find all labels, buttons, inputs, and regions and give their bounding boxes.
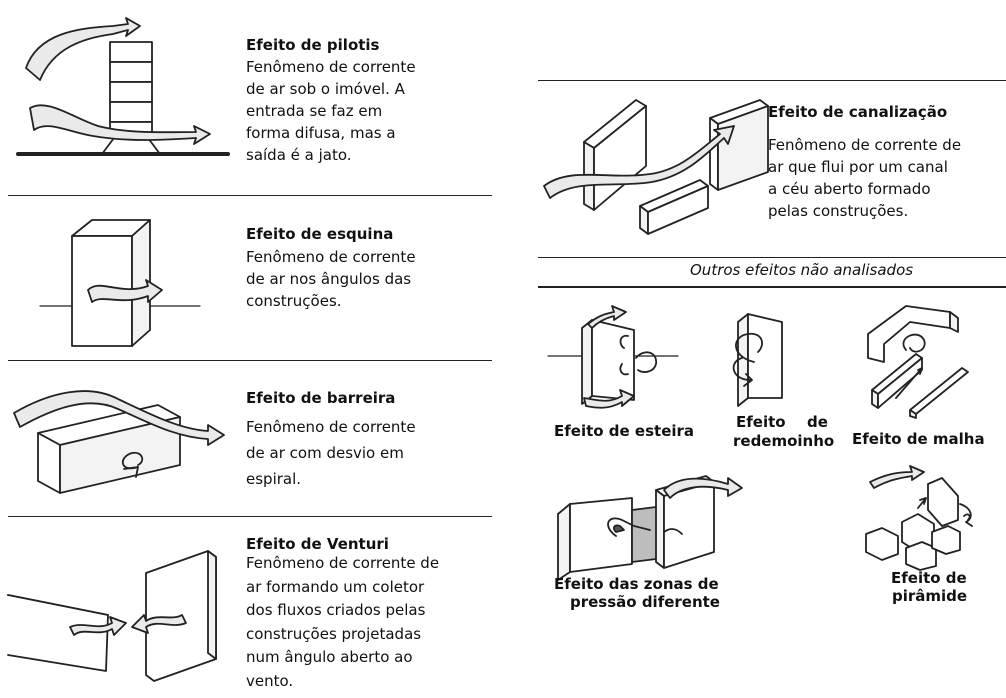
esquina-title: Efeito de esquina (246, 225, 394, 243)
desc-line: dos fluxos criados pelas (246, 601, 426, 619)
barreira-illustration (13, 390, 225, 494)
malha-illustration (867, 305, 969, 419)
desc-line: Fenômeno de corrente (246, 248, 416, 266)
divider (538, 286, 1006, 288)
pilotis-illustration (16, 17, 230, 156)
desc-line: Fenômeno de corrente de (246, 554, 440, 572)
esteira-illustration (547, 305, 679, 409)
zonas-caption-1: Efeito das zonas de (554, 575, 719, 593)
desc-line: pelas construções. (768, 202, 909, 220)
desc-line: saída é a jato. (246, 146, 352, 164)
outros-header: Outros efeitos não analisados (690, 261, 914, 279)
desc-line: construções projetadas (246, 624, 422, 643)
desc-line: entrada se faz em (246, 102, 383, 120)
divider (8, 360, 492, 361)
desc-line: de ar sob o imóvel. A (246, 80, 405, 98)
venturi-desc: Fenômeno de corrente de ar formando um c… (246, 552, 446, 693)
divider (538, 80, 1006, 81)
desc-line: Fenômeno de corrente (246, 418, 416, 436)
desc-line: a céu aberto formado (768, 180, 931, 198)
piramide-caption-2: pirâmide (892, 587, 968, 605)
venturi-title: Efeito de Venturi (246, 535, 389, 553)
desc-line: Fenômeno de corrente de (768, 136, 962, 154)
desc-line: ar formando um coletor (246, 577, 425, 596)
canalizacao-title: Efeito de canalização (768, 103, 948, 121)
desc-line: de ar nos ângulos das (246, 270, 412, 288)
zonas-illustration (557, 475, 743, 581)
piramide-caption-1: Efeito de (891, 569, 967, 587)
pilotis-desc: Fenômeno de corrente de ar sob o imóvel.… (246, 56, 441, 166)
redemoinho-caption-de: de (807, 413, 828, 431)
pilotis-title: Efeito de pilotis (246, 36, 380, 54)
desc-line: num ângulo aberto ao (246, 648, 413, 666)
desc-line: construções. (246, 292, 342, 310)
esquina-illustration (39, 219, 201, 347)
divider (8, 195, 492, 196)
redemoinho-illustration (732, 313, 783, 407)
divider (538, 257, 1006, 258)
redemoinho-caption-1: Efeito (736, 413, 786, 431)
malha-caption: Efeito de malha (852, 430, 985, 448)
redemoinho-caption-2: redemoinho (733, 432, 835, 450)
desc-line: Fenômeno de corrente (246, 58, 416, 76)
piramide-illustration (865, 465, 973, 571)
divider (8, 516, 492, 517)
desc-line: ar que flui por um canal (768, 158, 948, 176)
zonas-caption-2: pressão diferente (570, 593, 720, 611)
desc-line: vento. (246, 671, 294, 690)
desc-line: espiral. (246, 470, 302, 488)
desc-line: forma difusa, mas a (246, 124, 396, 142)
barreira-title: Efeito de barreira (246, 389, 396, 407)
venturi-illustration (7, 550, 217, 682)
esquina-desc: Fenômeno de corrente de ar nos ângulos d… (246, 246, 441, 312)
barreira-desc: Fenômeno de corrente de ar com desvio em… (246, 414, 441, 492)
canalizacao-desc: Fenômeno de corrente de ar que flui por … (768, 134, 1002, 222)
canalizacao-illustration (543, 99, 769, 235)
esteira-caption: Efeito de esteira (554, 422, 695, 440)
desc-line: de ar com desvio em (246, 444, 404, 462)
